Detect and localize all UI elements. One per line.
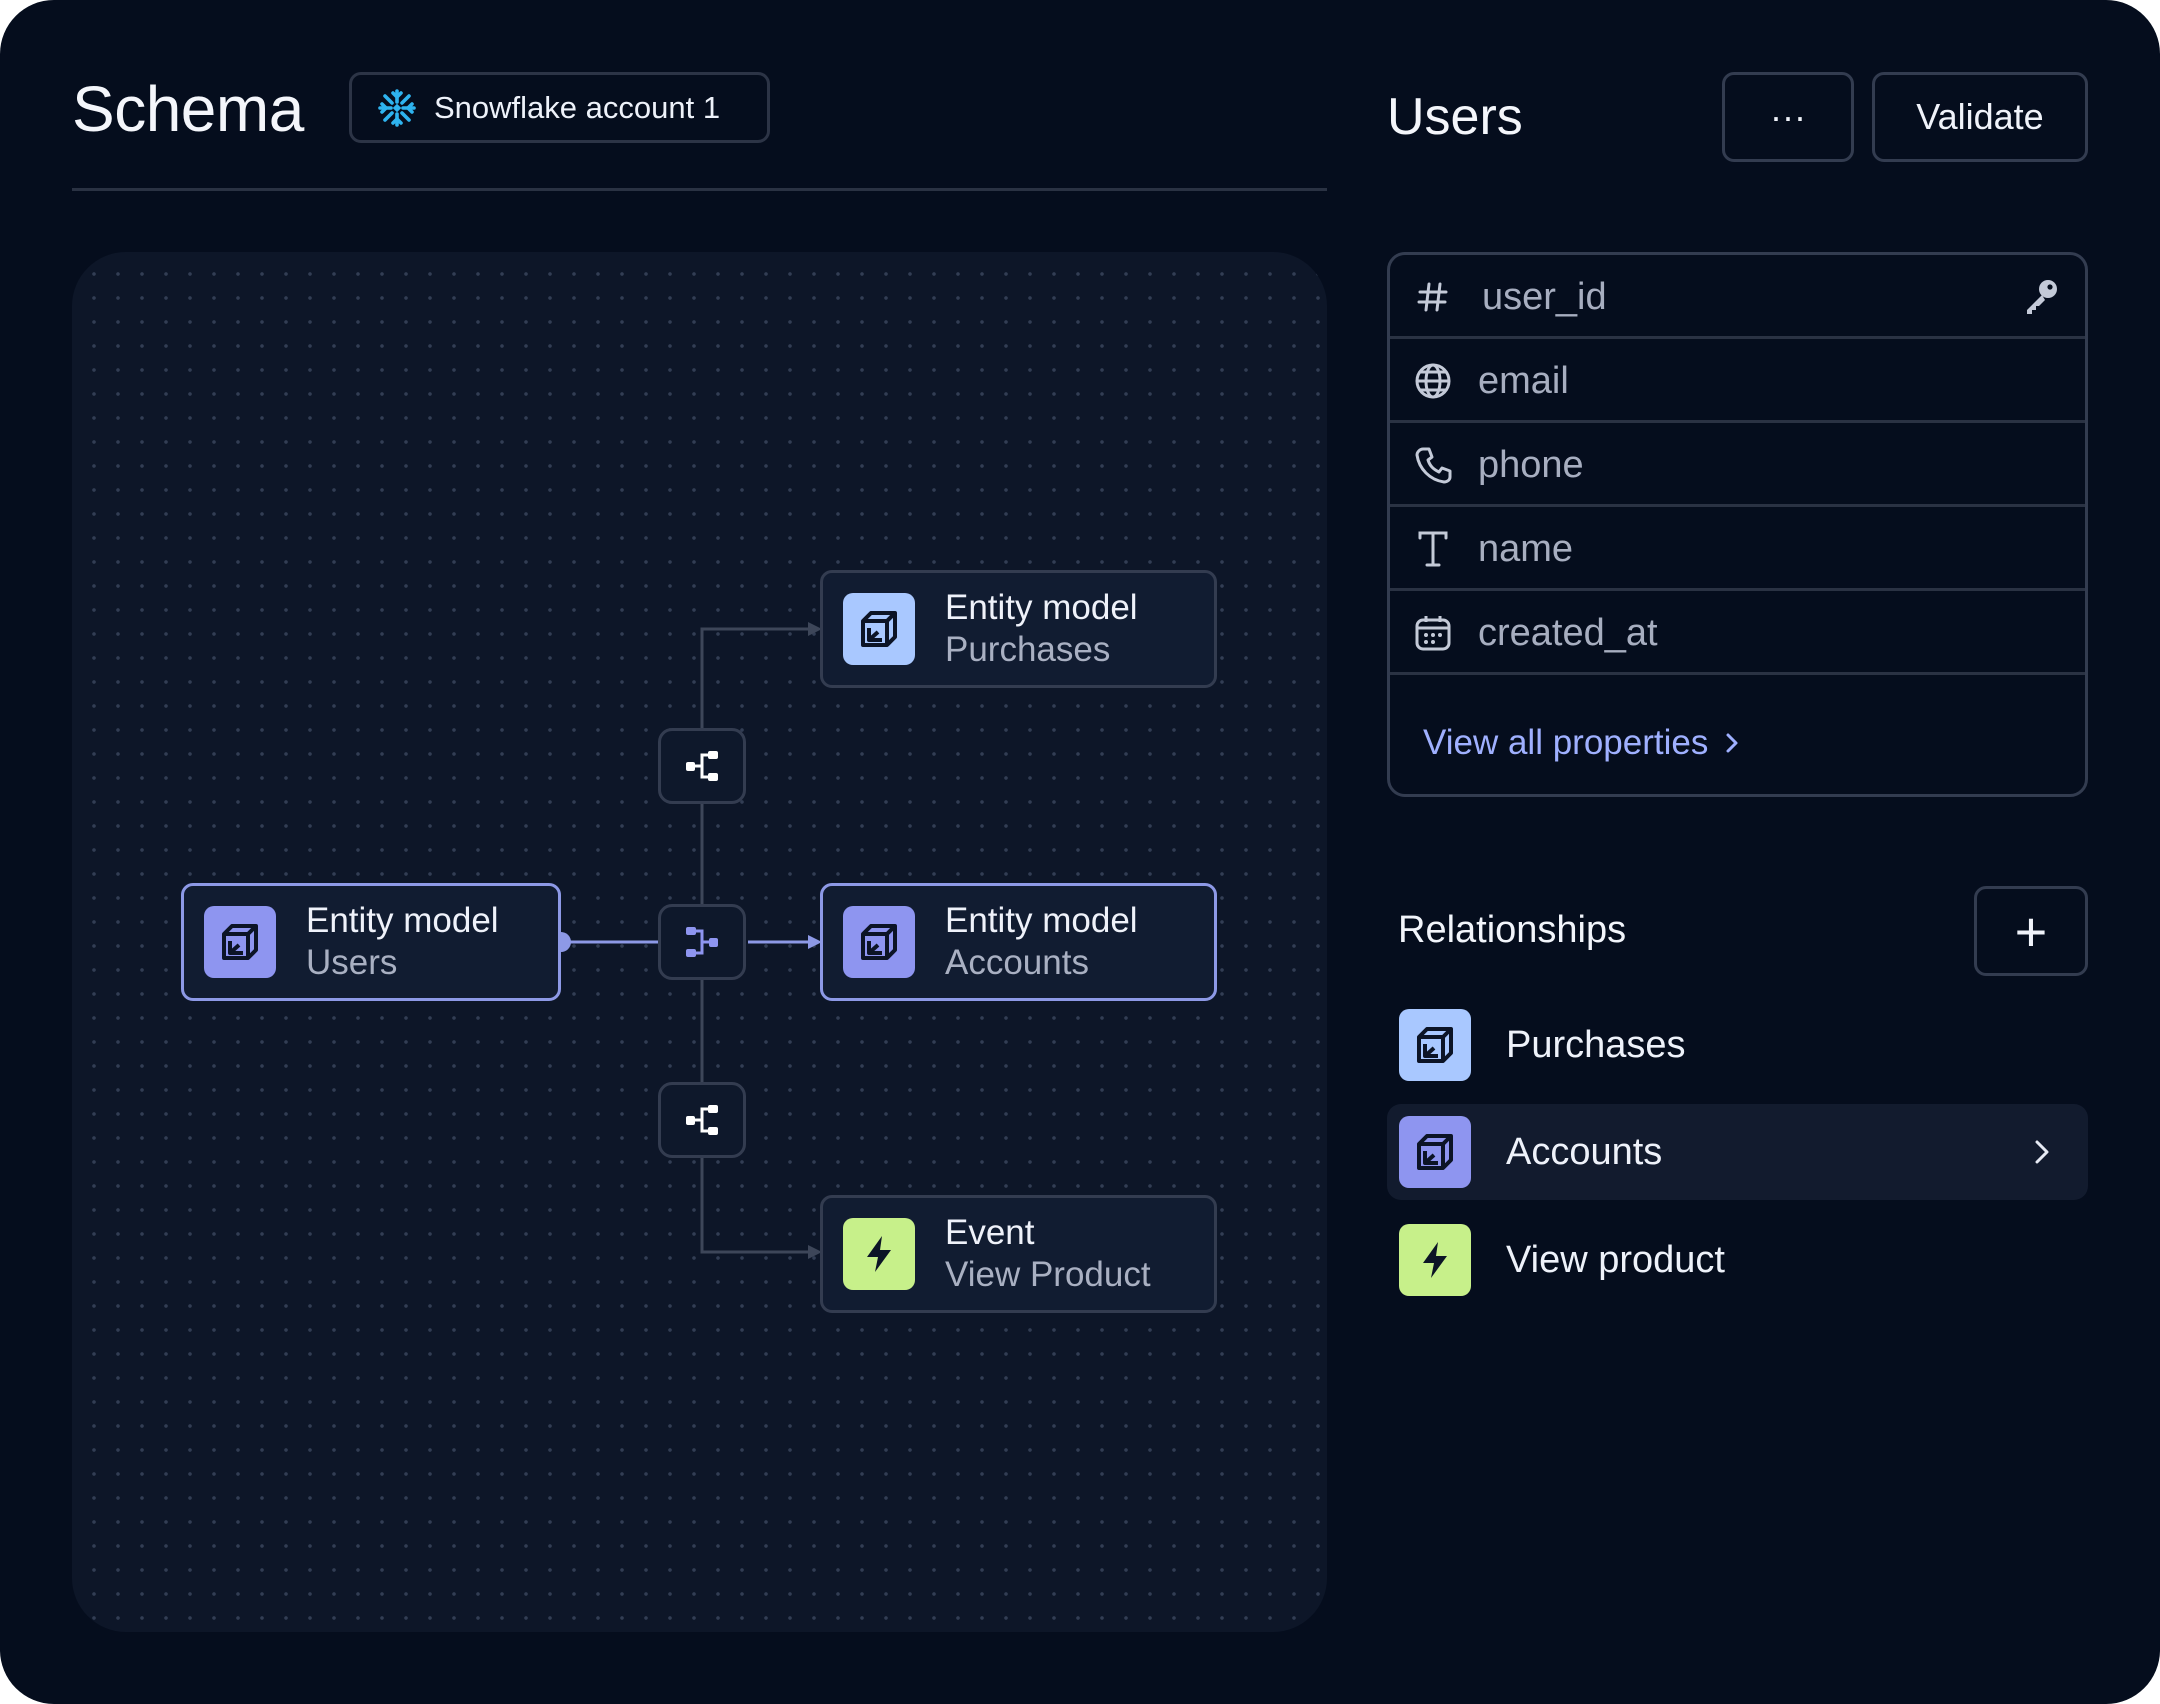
property-label: created_at: [1478, 612, 1658, 654]
node-kind: Entity model: [306, 901, 499, 940]
snowflake-icon: [378, 88, 416, 127]
hash-icon: [1412, 276, 1454, 318]
add-relationship-button[interactable]: +: [1974, 886, 2088, 976]
node-entity-purchases[interactable]: Entity model Purchases: [820, 570, 1217, 688]
cube-icon: [1399, 1009, 1471, 1081]
account-label: Snowflake account 1: [434, 89, 721, 125]
node-name: Accounts: [945, 943, 1089, 982]
more-options-button[interactable]: ···: [1722, 72, 1854, 162]
node-kind: Entity model: [945, 901, 1138, 940]
junction-bottom[interactable]: [658, 1082, 746, 1158]
property-row[interactable]: user_id: [1390, 255, 2085, 339]
node-name: Users: [306, 943, 398, 982]
property-row[interactable]: email: [1390, 339, 2085, 423]
cube-icon: [843, 593, 915, 665]
view-all-properties-link[interactable]: View all properties: [1423, 723, 1742, 763]
panel-title: Users: [1387, 88, 1523, 146]
property-label: phone: [1478, 444, 1584, 486]
phone-icon: [1412, 444, 1454, 486]
node-kind: Event: [945, 1213, 1035, 1252]
validate-button[interactable]: Validate: [1872, 72, 2088, 162]
node-entity-accounts[interactable]: Entity model Accounts: [820, 883, 1217, 1001]
node-name: View Product: [945, 1255, 1151, 1294]
property-label: email: [1478, 360, 1569, 402]
page-title: Schema: [72, 73, 304, 145]
share-icon: [686, 751, 718, 781]
chevron-right-icon: [2035, 1140, 2049, 1164]
relationship-label: Purchases: [1506, 1024, 1686, 1066]
relationship-item-accounts[interactable]: Accounts: [1387, 1104, 2088, 1200]
key-icon: [2027, 280, 2057, 314]
relationship-label: View product: [1506, 1239, 1725, 1281]
node-entity-users[interactable]: Entity model Users: [181, 883, 561, 1001]
header-divider: [72, 188, 1327, 191]
property-row[interactable]: phone: [1390, 423, 2085, 507]
node-name: Purchases: [945, 630, 1111, 669]
node-event-view-product[interactable]: Event View Product: [820, 1195, 1217, 1313]
share-icon: [686, 1105, 718, 1135]
view-all-label: View all properties: [1423, 723, 1709, 762]
cube-icon: [204, 906, 276, 978]
property-row[interactable]: created_at: [1390, 591, 2085, 675]
property-row[interactable]: name: [1390, 507, 2085, 591]
text-icon: [1412, 528, 1454, 570]
property-label: user_id: [1482, 276, 1607, 318]
property-label: name: [1478, 528, 1574, 570]
relationships-title: Relationships: [1398, 909, 1627, 951]
relationship-item-purchases[interactable]: Purchases: [1387, 997, 2088, 1093]
node-kind: Entity model: [945, 588, 1138, 627]
chevron-right-icon: [1726, 733, 1738, 753]
relationship-item-view-product[interactable]: View product: [1387, 1212, 2088, 1308]
properties-list: user_id email phone: [1387, 252, 2088, 797]
cube-icon: [843, 906, 915, 978]
merge-icon: [686, 927, 718, 957]
account-selector[interactable]: Snowflake account 1: [349, 72, 770, 143]
globe-icon: [1412, 360, 1454, 402]
bolt-icon: [1399, 1224, 1471, 1296]
junction-top[interactable]: [658, 728, 746, 804]
calendar-icon: [1412, 612, 1454, 654]
cube-icon: [1399, 1116, 1471, 1188]
junction-middle[interactable]: [658, 904, 746, 980]
bolt-icon: [843, 1218, 915, 1290]
relationship-label: Accounts: [1506, 1131, 1663, 1173]
schema-canvas[interactable]: Entity model Users Entity model Purchase…: [72, 252, 1327, 1632]
